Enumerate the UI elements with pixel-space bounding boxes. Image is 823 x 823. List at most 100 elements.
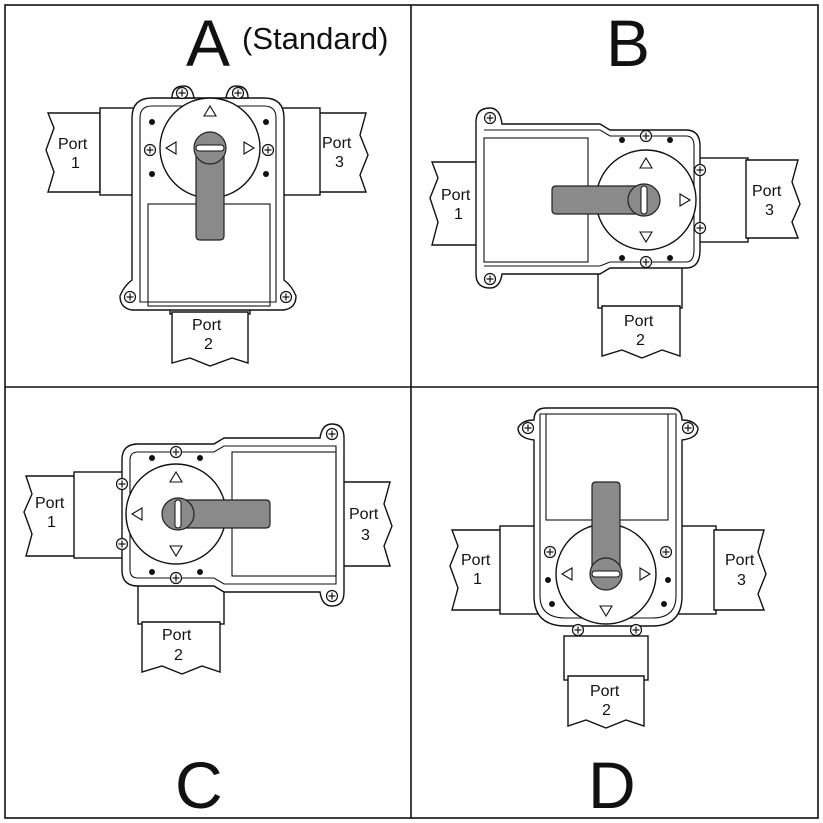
panel-c-screw-icon [169,445,183,459]
panel-b-port-3-label: Port [752,183,782,200]
panel-a-screw-icon [143,143,157,157]
panel-a-letter: A [186,6,230,80]
panel-b-pin [619,255,625,261]
panel-d-screw-icon [629,623,643,637]
panel-c-screw-icon [325,427,339,441]
panel-c-port-3-pipe [339,481,393,567]
panel-a-screw-icon [123,290,137,304]
panel-a-screw-icon [175,86,189,100]
panel-b-arrow-up-icon [639,156,653,169]
panel-d-pin [545,577,551,583]
panel-c-port-2-label: Port [162,627,192,644]
panel-b-port-3-number: 3 [765,202,774,219]
panel-d-port-3-label: Port [725,552,755,569]
panel-c-pin [197,455,203,461]
panel-a-port-2-label: Port [192,317,222,334]
panel-b-arrow-right-icon [679,193,692,207]
panel-b-pin [667,137,673,143]
panel-c-arrow-left-icon [130,507,143,521]
panel-a-port-3-pipe [317,112,369,193]
panel-a-port-1-number: 1 [71,155,80,172]
panel-c-port-2-pipe [141,621,221,675]
panel-a-port-3-label: Port [322,135,352,152]
panel-d-arrow-down-icon [599,605,613,618]
panel-d-port-3-pipe [713,529,767,611]
panel-d-screw-icon [543,545,557,559]
panel-b-port-1-label: Port [441,187,471,204]
panel-d-lever [591,481,621,575]
panel-a-body-inner [139,105,277,303]
panel-b-pin [667,255,673,261]
panel-d-port-2-label: Port [590,683,620,700]
panel-c-arrow-up-icon [169,470,183,483]
panel-a-screw-icon [261,143,275,157]
panel-a-port-2-number: 2 [204,336,213,353]
panel-b-screw-icon [483,272,497,286]
panel-c-body-inner [129,445,337,585]
panel-d-port-2-pipe [567,675,645,729]
panel-c-port-2-number: 2 [174,647,183,664]
panel-c-port-3-number: 3 [361,527,370,544]
panel-b-arrow-down-icon [639,231,653,244]
panel-b-lever [551,185,647,215]
panel-c: C Port 1 Port 3 Port 2 [23,423,393,822]
panel-a-arrow-right-icon [243,141,256,155]
panel-c-letter: C [175,748,223,822]
panel-b-port-2-label: Port [624,313,654,330]
panel-d-port-2-number: 2 [602,702,611,719]
panel-a-lever [195,149,225,241]
panel-b: B Port 1 Port 3 Port 2 [429,6,801,359]
panel-d-screw-icon [571,623,585,637]
panel-b-screw-icon [639,129,653,143]
panel-c-pin [149,455,155,461]
panel-c-screw-icon [115,537,129,551]
panel-d-pin [661,601,667,607]
panel-d-port-3-number: 3 [737,572,746,589]
panel-a-pin [149,119,155,125]
panel-b-screw-icon [693,163,707,177]
panel-d-hub-slot [591,570,621,578]
panel-c-arrow-down-icon [169,545,183,558]
panel-c-pin [197,569,203,575]
panel-b-port-1-number: 1 [454,206,463,223]
panel-c-lever [175,499,271,529]
panel-b-letter: B [606,6,650,80]
panel-d-arrow-right-icon [639,567,652,581]
panel-grid [4,4,819,819]
panel-d-letter: D [588,748,636,822]
panel-b-port-2-number: 2 [636,332,645,349]
panel-d-screw-icon [521,421,535,435]
panel-d-port-2-coupler [563,635,649,681]
panel-c-hub-slot [174,499,182,529]
panel-b-screw-icon [693,221,707,235]
panel-b-screw-icon [639,255,653,269]
panel-c-screw-icon [115,477,129,491]
panel-b-pin [619,137,625,143]
panel-b-port-2-coupler [597,265,683,309]
panel-b-hub-slot [640,185,648,215]
panel-c-port-2-coupler [137,583,225,625]
panel-d-port-1-number: 1 [473,571,482,588]
panel-d-screw-icon [659,545,673,559]
panel-d: D Port 1 Port 3 Port [449,407,767,822]
panel-a-pin [263,119,269,125]
panel-d-pin [665,577,671,583]
panel-a-pin [149,171,155,177]
panel-d-port-1-label: Port [461,552,491,569]
panel-a-port-2-pipe [171,311,249,367]
panel-a-arrow-up-icon [203,104,217,117]
panel-a-port-3-coupler [279,107,321,196]
panel-a-screw-icon [279,290,293,304]
panel-b-screw-icon [483,111,497,125]
panel-a-hub-slot [195,144,225,152]
panel-a-arrow-left-icon [164,141,177,155]
panel-c-screw-icon [325,589,339,603]
panel-d-body-inner [539,413,677,619]
panel-c-port-1-number: 1 [47,514,56,531]
panel-d-pin [549,601,555,607]
panel-a-screw-icon [231,86,245,100]
panel-b-port-3-pipe [745,159,801,239]
panel-d-arrow-left-icon [560,567,573,581]
panel-a-pin [263,171,269,177]
